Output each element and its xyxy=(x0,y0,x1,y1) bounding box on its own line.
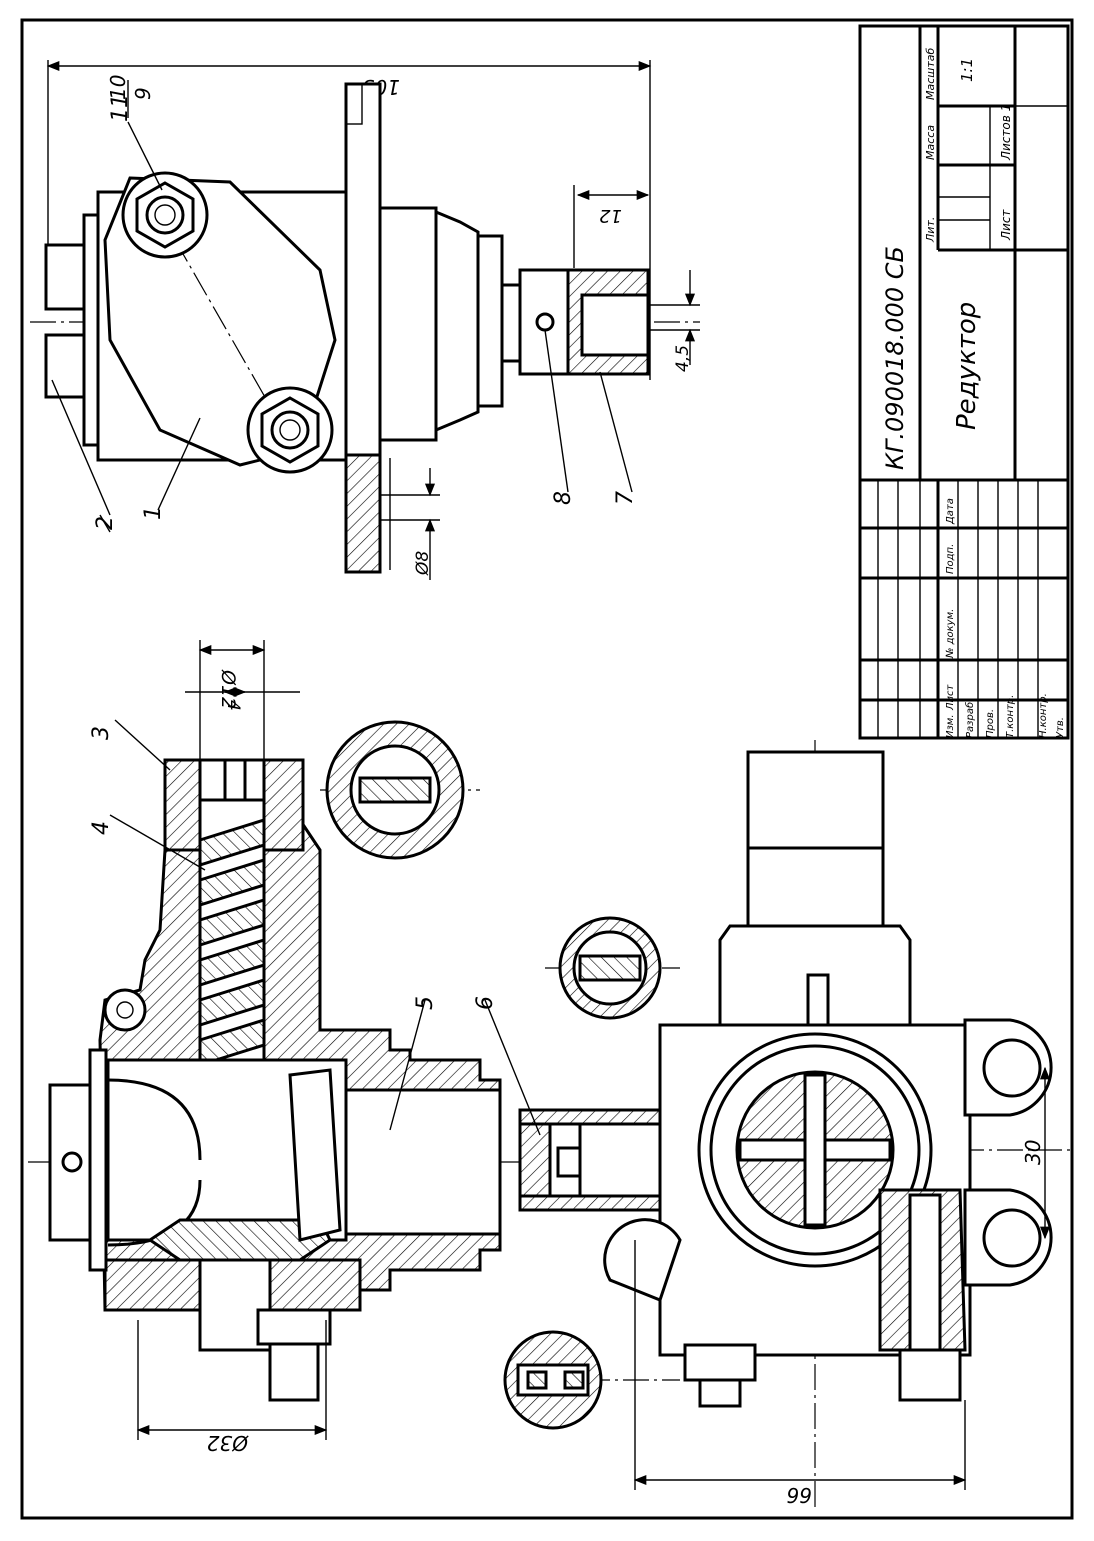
row-tkontr: Т.контр. xyxy=(1005,695,1016,738)
col-mass-label: Масса xyxy=(924,125,937,160)
sheets-label: Листов 1 xyxy=(999,104,1013,161)
callout-2: 2 xyxy=(93,516,118,530)
section-details xyxy=(320,720,680,1430)
dim-4: 4 xyxy=(223,700,243,711)
callout-5: 5 xyxy=(413,996,438,1010)
col-lit-label: Лит. xyxy=(924,217,937,243)
callout-7: 7 xyxy=(613,491,638,505)
designation-text: КГ.090018.000 СБ xyxy=(881,246,909,470)
side-view: 66 30 xyxy=(603,740,1070,1510)
scale-value: 1:1 xyxy=(958,58,976,82)
title-block: КГ.090018.000 СБ Редуктор Лит. Масса Мас… xyxy=(858,24,1070,740)
sheet-label: Лист xyxy=(999,209,1013,241)
callout-10: 10 xyxy=(106,75,130,100)
callout-4: 4 xyxy=(89,821,114,835)
top-view: 105 12 4,5 xyxy=(30,60,700,580)
callout-9: 9 xyxy=(131,87,155,100)
hdr-list: Лист xyxy=(945,683,956,711)
product-name: Редуктор xyxy=(952,302,982,430)
dim-dia-32: Ø32 xyxy=(207,1431,249,1455)
hdr-date: Дата xyxy=(945,498,956,525)
section-view: Ø12 4 Ø32 3 4 5 6 xyxy=(28,640,700,1455)
hdr-sign: Подп. xyxy=(945,544,956,574)
hdr-izm: Изм. xyxy=(945,714,956,738)
callout-3: 3 xyxy=(89,726,114,740)
col-scale-label: Масштаб xyxy=(924,48,937,100)
callout-6: 6 xyxy=(473,996,498,1010)
row-utv: Утв. xyxy=(1055,717,1066,738)
dim-dia-8: Ø8 xyxy=(413,551,433,576)
callout-1: 1 xyxy=(141,506,166,520)
dim-4-5: 4,5 xyxy=(673,345,693,372)
drawing-frame xyxy=(20,18,1074,1520)
row-nkontr: Н.контр. xyxy=(1038,693,1049,738)
dim-66: 66 xyxy=(787,1483,812,1507)
callout-8: 8 xyxy=(551,491,576,505)
hdr-doc: № докум. xyxy=(945,609,956,659)
dim-30: 30 xyxy=(1021,1140,1045,1165)
row-prov: Пров. xyxy=(985,709,996,738)
dim-12: 12 xyxy=(599,205,622,226)
row-razrab: Разраб. xyxy=(964,699,976,738)
callout-11: 11 xyxy=(108,94,133,122)
